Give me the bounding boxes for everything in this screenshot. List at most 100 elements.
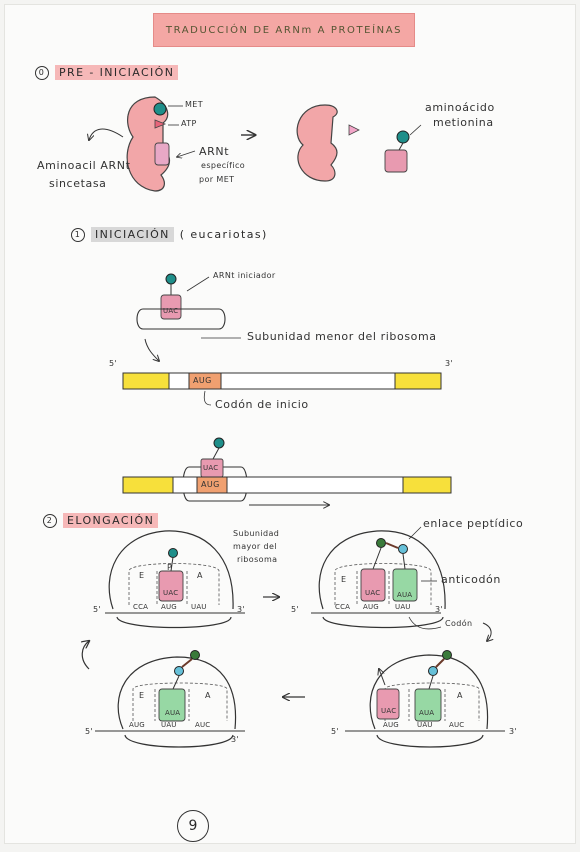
anticodon-text: AUA xyxy=(165,709,181,717)
met-label: MET xyxy=(185,100,204,109)
large-subunit-label-line3: ribosoma xyxy=(237,555,278,564)
methionine-icon xyxy=(396,130,410,144)
ribosome-step-2 xyxy=(311,530,446,629)
site-e-label: E xyxy=(139,691,145,700)
five-prime-label: 5' xyxy=(93,605,102,614)
codon-text: CCA xyxy=(133,603,149,611)
product-label-line1: aminoácido xyxy=(425,101,495,114)
codon-text: UAU xyxy=(191,603,207,611)
arnt-pointer xyxy=(177,150,196,157)
met-icon xyxy=(213,437,225,449)
arnt-label-line3: por MET xyxy=(199,175,235,184)
atp-label: ATP xyxy=(181,119,197,128)
section-number: 1 xyxy=(71,227,85,242)
drawings xyxy=(5,96,505,748)
ribosome-step-3 xyxy=(345,650,505,748)
three-prime-label: 3' xyxy=(445,359,454,368)
five-prime-label: 5' xyxy=(109,359,118,368)
codon-text: AUC xyxy=(449,721,465,729)
site-a-label: A xyxy=(197,571,203,580)
three-prime-label: 3' xyxy=(509,727,518,736)
site-p-label: P xyxy=(167,563,173,572)
three-prime-label: 3' xyxy=(231,735,240,744)
enzyme-label-line2: sincetasa xyxy=(49,177,107,190)
start-codon-box xyxy=(196,476,228,494)
anticodon-label: anticodón xyxy=(441,573,501,586)
codon-text: AUG xyxy=(383,721,399,729)
codon-text: AUG xyxy=(129,721,145,729)
codon-text: AUG xyxy=(161,603,177,611)
free-enzyme xyxy=(296,104,338,182)
small-subunit-label: Subunidad menor del ribosoma xyxy=(247,330,437,343)
five-prime-label: 5' xyxy=(331,727,340,736)
site-e-label: E xyxy=(341,575,347,584)
start-codon-label: Codón de inicio xyxy=(215,398,309,411)
five-prime-label: 5' xyxy=(291,605,300,614)
ribosome-step-1 xyxy=(105,530,245,629)
anticodon-text: AUA xyxy=(397,591,413,599)
codon-pointer xyxy=(203,390,212,406)
charged-arnt-icon xyxy=(384,149,408,173)
anticodon-text: AUA xyxy=(419,709,435,717)
mrna-strand xyxy=(122,372,442,390)
section-header-iniciacion: 1 INICIACIÓN ( eucariotas) xyxy=(71,227,268,242)
utr-5-region xyxy=(122,476,174,494)
start-codon-box xyxy=(188,372,222,390)
section-number: 2 xyxy=(43,513,57,528)
small-subunit-icon xyxy=(182,466,248,502)
site-a-label: A xyxy=(205,691,211,700)
five-prime-label: 5' xyxy=(85,727,94,736)
section-number: 0 xyxy=(35,65,49,80)
large-subunit-label-line2: mayor del xyxy=(233,542,277,551)
section-header-pre-iniciacion: 0 PRE - INICIACIÓN xyxy=(35,65,179,80)
site-a-label: A xyxy=(457,691,463,700)
anticodon-text: UAC xyxy=(365,589,381,597)
utr-5-region xyxy=(122,372,170,390)
section-header-elongacion: 2 ELONGACIÓN xyxy=(43,513,159,528)
binding-arrow xyxy=(144,338,159,361)
anticodon-text: UAC xyxy=(381,707,397,715)
initiator-arnt-label: ARNt iniciador xyxy=(213,271,276,280)
anticodon-text: UAC xyxy=(203,464,219,472)
section-title: INICIACIÓN xyxy=(91,227,174,242)
utr-3-region xyxy=(402,476,452,494)
codon-pointer xyxy=(408,616,442,630)
anticodon-text: UAC xyxy=(163,307,179,315)
codon-text: CCA xyxy=(335,603,351,611)
start-codon-text: AUG xyxy=(193,376,212,385)
codon-text: AUC xyxy=(195,721,211,729)
three-prime-label: 3' xyxy=(435,605,444,614)
ribosome-step-4 xyxy=(95,650,245,748)
utr-3-region xyxy=(394,372,442,390)
product-label-line2: metionina xyxy=(433,116,494,129)
notebook-page: TRADUCCIÓN DE ARNm A PROTEÍNAS 0 PRE - I… xyxy=(4,4,576,844)
released-atp-icon xyxy=(348,124,360,136)
codon-text: AUG xyxy=(363,603,379,611)
arnt-label-line2: específico xyxy=(201,161,246,170)
cycle-arrow xyxy=(82,641,89,670)
codon-text: UAU xyxy=(395,603,411,611)
enzyme-pointer-arrow xyxy=(89,128,124,140)
codon-text: UAU xyxy=(161,721,177,729)
page-number: 9 xyxy=(177,810,209,842)
small-subunit-icon xyxy=(136,308,226,330)
site-e-label: E xyxy=(139,571,145,580)
synthetase-enzyme xyxy=(126,96,171,192)
start-codon-text: AUG xyxy=(201,480,220,489)
codon-text: UAU xyxy=(417,721,433,729)
large-subunit-label-line1: Subunidad xyxy=(233,529,280,538)
three-prime-label: 3' xyxy=(237,605,246,614)
codon-label: Codón xyxy=(445,619,473,628)
initiator-arnt-icon xyxy=(160,294,182,320)
peptide-pointer xyxy=(408,526,422,540)
section-note: ( eucariotas) xyxy=(179,228,268,241)
peptide-bond-label: enlace peptídico xyxy=(423,517,524,530)
met-icon xyxy=(165,273,177,285)
enzyme-label-line1: Aminoacil ARNt xyxy=(37,159,131,172)
aminoacid-pointer xyxy=(409,124,422,136)
anticodon-text: UAC xyxy=(163,589,179,597)
translocation-arrow xyxy=(482,622,491,641)
section-title: ELONGACIÓN xyxy=(63,513,159,528)
section-title: PRE - INICIACIÓN xyxy=(55,65,179,80)
page-title: TRADUCCIÓN DE ARNm A PROTEÍNAS xyxy=(153,13,415,47)
